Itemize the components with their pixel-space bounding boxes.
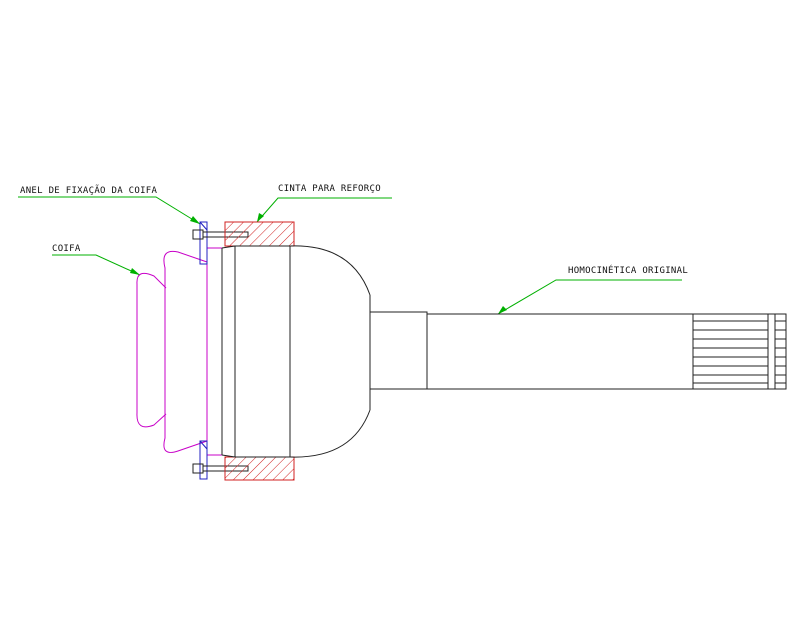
- label-coifa: COIFA: [52, 244, 81, 254]
- leader-lines: [18, 196, 682, 315]
- leader-band: [256, 197, 392, 223]
- label-cinta-reforco: CINTA PARA REFORÇO: [278, 184, 381, 194]
- reinforcement-band: [224, 221, 295, 481]
- leader-arrowheads: [130, 213, 507, 314]
- boot-coifa: [136, 247, 222, 456]
- fixing-ring: [199, 221, 208, 480]
- splined-end: [692, 313, 787, 390]
- cv-joint-body: [221, 245, 371, 458]
- leader-boot: [52, 254, 141, 276]
- leader-ring: [18, 196, 201, 225]
- band-bottom: [224, 456, 295, 481]
- label-anel-fixacao: ANEL DE FIXAÇÃO DA COIFA: [20, 185, 158, 196]
- leader-joint: [497, 279, 682, 315]
- shaft: [369, 311, 694, 390]
- label-homocinetica: HOMOCINÉTICA ORIGINAL: [568, 264, 688, 276]
- band-top: [224, 221, 295, 247]
